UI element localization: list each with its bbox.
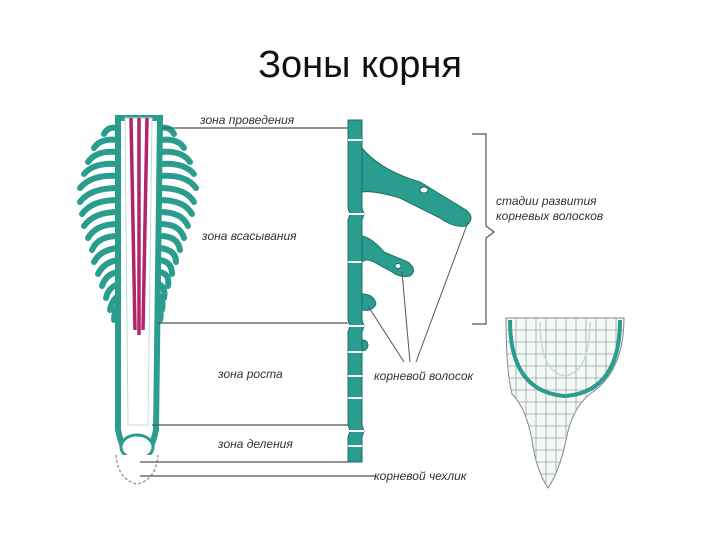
- label-zone-division: зона деления: [217, 437, 293, 451]
- root-hair-nucleus-4: [420, 187, 428, 193]
- root-hair-stage-4: [362, 148, 471, 226]
- label-root-cap: корневой чехлик: [374, 469, 468, 483]
- label-stages-line1: стадии развития: [496, 194, 597, 208]
- root-longitudinal: [80, 118, 196, 484]
- root-hair-stage-3: [362, 236, 414, 277]
- root-cap-small: [116, 455, 158, 484]
- root-hairs-right: [158, 128, 196, 320]
- root-tip-detail: [506, 318, 624, 490]
- stages-bracket: [472, 134, 494, 324]
- label-zone-growth: зона роста: [217, 367, 283, 381]
- label-zone-absorption: зона всасывания: [201, 229, 297, 243]
- zone-lines: [140, 128, 376, 476]
- root-hair-nucleus-3: [395, 264, 401, 269]
- label-root-hair: корневой волосок: [374, 369, 474, 383]
- epidermis-strip: [348, 120, 471, 462]
- root-hair-pointers: [368, 222, 468, 362]
- label-stages-line2: корневых волосков: [496, 209, 603, 223]
- root-hairs-left: [80, 128, 118, 320]
- label-zone-conduction: зона проведения: [199, 113, 295, 127]
- root-hair-stage-1: [362, 340, 368, 351]
